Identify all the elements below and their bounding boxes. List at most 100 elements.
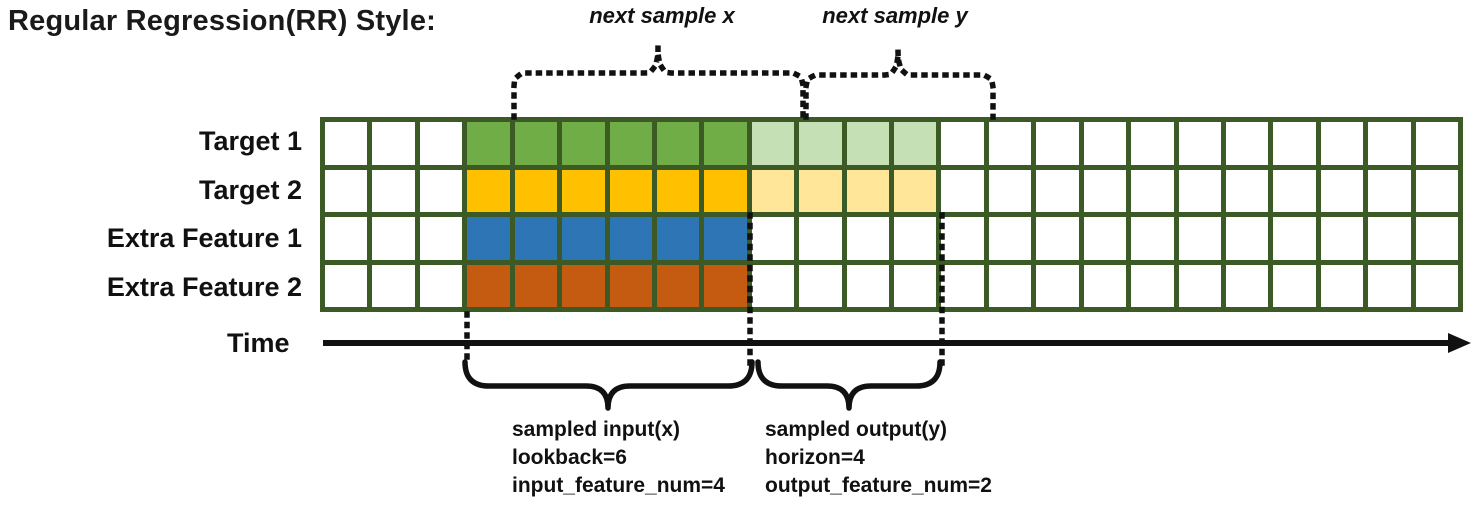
output-feature-num-line: output_feature_num=2 — [765, 474, 992, 497]
grid-cell — [467, 169, 510, 212]
next-sample-y-brace — [803, 50, 996, 120]
sampled-input-line: sampled input(x) — [512, 418, 681, 441]
grid-cell — [1036, 169, 1079, 212]
grid-cell — [372, 264, 415, 307]
grid-cell — [988, 217, 1032, 260]
grid-cell — [941, 264, 984, 307]
grid-cell — [894, 169, 937, 212]
row-label-target2: Target 2 — [198, 174, 302, 205]
grid-cell — [325, 264, 368, 307]
horizon-line: horizon=4 — [765, 446, 865, 469]
grid-cell — [372, 169, 415, 212]
grid-cell — [751, 217, 795, 260]
grid-cell — [1131, 122, 1174, 165]
grid-cell — [894, 264, 937, 307]
row-label-extra-feature1: Extra Feature 1 — [106, 223, 302, 254]
time-axis-arrowhead — [1448, 333, 1471, 353]
grid-cell — [609, 122, 652, 165]
grid-cell — [1225, 122, 1269, 165]
sampled-output-line: sampled output(y) — [765, 418, 947, 441]
grid-cell — [1320, 264, 1364, 307]
grid-cell — [704, 264, 747, 307]
grid-cell — [1083, 122, 1127, 165]
row-labels: Target 1 Target 2 Extra Feature 1 Extra … — [0, 117, 311, 312]
sampled-output-brace — [755, 359, 943, 411]
grid-cell — [325, 122, 368, 165]
grid-cell — [894, 217, 937, 260]
grid-cell — [799, 264, 842, 307]
sampled-input-note: sampled input(x) lookback=6 input_featur… — [512, 416, 725, 500]
grid-cell — [562, 122, 605, 165]
grid-cell — [467, 122, 510, 165]
row-label-extra-feature2: Extra Feature 2 — [106, 272, 302, 303]
grid-cell — [419, 264, 463, 307]
grid-cell — [1415, 122, 1458, 165]
grid-cell — [1178, 264, 1221, 307]
grid-cell — [1131, 264, 1174, 307]
grid-cell — [941, 122, 984, 165]
grid-cell — [1368, 122, 1411, 165]
grid-cell — [751, 122, 795, 165]
grid-cell — [751, 169, 795, 212]
next-sample-x-label: next sample x — [589, 3, 735, 28]
grid-cell — [846, 264, 889, 307]
grid-cell — [1083, 264, 1127, 307]
grid-cell — [419, 169, 463, 212]
grid-cell — [467, 217, 510, 260]
grid-cell — [1273, 217, 1316, 260]
grid-cell — [846, 122, 889, 165]
grid-cell — [656, 122, 700, 165]
grid-cell — [1415, 217, 1458, 260]
grid-cell — [325, 169, 368, 212]
grid-cell — [988, 122, 1032, 165]
grid-cell — [1036, 122, 1079, 165]
grid-cell — [514, 217, 558, 260]
grid-cell — [1178, 169, 1221, 212]
grid-cell — [656, 217, 700, 260]
grid-cell — [514, 169, 558, 212]
diagram-title: Regular Regression(RR) Style: — [8, 5, 436, 37]
grid-cell — [1273, 169, 1316, 212]
grid-cell — [799, 217, 842, 260]
lookback-line: lookback=6 — [512, 446, 627, 469]
grid-cell — [1273, 264, 1316, 307]
grid-cell — [1225, 169, 1269, 212]
grid-cell — [1415, 169, 1458, 212]
grid-cell — [562, 264, 605, 307]
grid-cell — [1178, 217, 1221, 260]
sampled-output-note: sampled output(y) horizon=4 output_featu… — [765, 416, 992, 500]
grid-cell — [514, 264, 558, 307]
input-feature-num-line: input_feature_num=4 — [512, 474, 725, 497]
timeseries-grid — [320, 117, 1463, 312]
grid-cell — [1368, 217, 1411, 260]
grid-cell — [609, 264, 652, 307]
grid-cell — [656, 264, 700, 307]
grid-cell — [1131, 169, 1174, 212]
grid-cell — [1083, 169, 1127, 212]
grid-cell — [1368, 169, 1411, 212]
grid-cell — [799, 122, 842, 165]
grid-cell — [609, 169, 652, 212]
grid-cell — [799, 169, 842, 212]
grid-cell — [1083, 217, 1127, 260]
grid-cell — [846, 217, 889, 260]
sampled-input-brace — [462, 359, 755, 411]
grid-cell — [1178, 122, 1221, 165]
grid-cell — [751, 264, 795, 307]
grid-cell — [704, 217, 747, 260]
grid-cell — [1368, 264, 1411, 307]
grid-cell — [1225, 217, 1269, 260]
grid-cell — [1036, 264, 1079, 307]
next-sample-y-label: next sample y — [822, 3, 968, 28]
grid-cell — [1225, 264, 1269, 307]
grid-cell — [1320, 169, 1364, 212]
grid-cell — [562, 169, 605, 212]
grid-cell — [1415, 264, 1458, 307]
grid-cell — [988, 169, 1032, 212]
grid-cell — [846, 169, 889, 212]
grid-cell — [894, 122, 937, 165]
grid-cell — [1273, 122, 1316, 165]
grid-cell — [656, 169, 700, 212]
grid-cell — [704, 122, 747, 165]
